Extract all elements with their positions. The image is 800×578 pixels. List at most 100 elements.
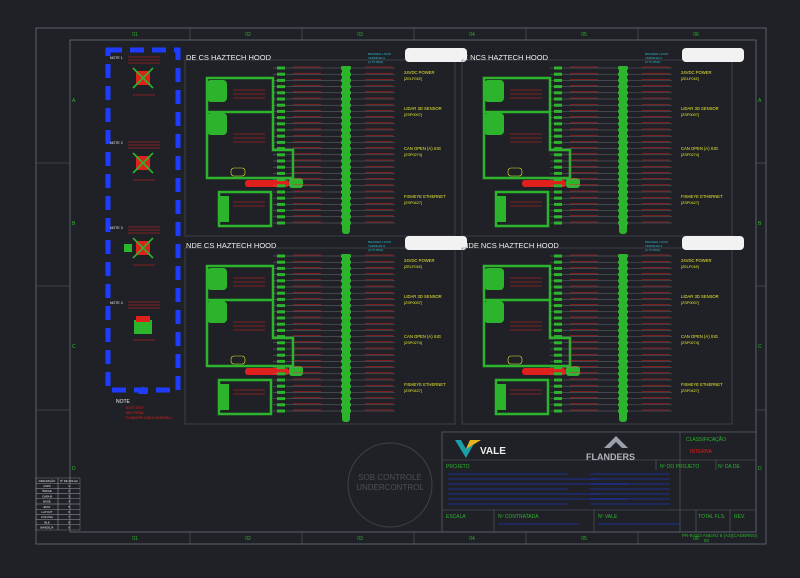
rev-table-cell-8-0: BLE	[44, 520, 49, 524]
n-projeto-label: Nº DO PROJETO	[660, 464, 699, 470]
terminal-header-1-2: (0.75 MM2)	[368, 60, 383, 64]
grid-row-left-C: C	[72, 344, 76, 350]
device-label-3-4: FISHEYE ETHERNET	[404, 382, 446, 387]
watermark-line-1: SOB CONTROLE	[358, 473, 422, 482]
terminal-header-3-1: TERMINALS	[368, 244, 385, 248]
legend-bottom-note: NOTE	[116, 399, 131, 405]
rev-table-cell-9-0: BANDEJA	[41, 526, 54, 530]
rev-table-cell-0-0: DESCRIÇÃO	[39, 478, 56, 483]
rev-table-cell-2-1: 2	[68, 489, 70, 493]
device-label-4-2: LIDAR 3D SENSOR	[681, 294, 719, 299]
device-code-3-1: [ZELF01E]	[404, 265, 422, 269]
device-code-1-4: [ZSP0427]	[404, 201, 422, 205]
device-label-1-3: CAN OPEN (A) SIG	[404, 146, 441, 151]
device-code-1-2: [ZSP0007]	[404, 113, 422, 117]
terminal-strip-4	[619, 254, 627, 422]
redacted-label-4	[682, 236, 744, 250]
rev-label: REV.	[734, 514, 745, 520]
device-label-2-2: LIDAR 3D SENSOR	[681, 106, 719, 111]
rev-table-cell-5-0: EIXO	[44, 505, 52, 509]
terminal-header-4-2: (0.75 MM2)	[645, 248, 660, 252]
grid-col-top-06: 06	[693, 32, 699, 38]
redacted-label-3	[405, 236, 467, 250]
watermark: SOB CONTROLE UNDERCONTROL	[347, 442, 433, 528]
rev-table-cell-9-1: 9	[68, 526, 70, 530]
rev-table-cell-7-1: 7	[68, 515, 70, 519]
rev-table-cell-5-1: 5	[68, 505, 70, 509]
legend-note-label-3: NOTE 3	[110, 226, 123, 230]
rev-table-cell-1-1: 1	[68, 484, 70, 488]
grid-col-top-03: 03	[357, 32, 363, 38]
n-contratada-label: Nº CONTRATADA	[498, 514, 539, 520]
rev-table-cell-2-0: ÍNDICE	[42, 489, 52, 493]
terminal-header-1-0: BRAIDED LOOM	[368, 52, 392, 56]
device-code-4-4: [ZSP0427]	[681, 389, 699, 393]
title-block: VALE FLANDERS CLASSIFICAÇÃO INTERNA PROJ…	[441, 431, 758, 543]
legend-cross-icon-3	[132, 237, 154, 259]
device-code-3-3: [ZSP0274]	[404, 341, 422, 345]
projeto-label: PROJETO	[446, 464, 470, 470]
rev-table-cell-3-0: CAPA B	[42, 494, 52, 498]
device-code-4-2: [ZSP0007]	[681, 301, 699, 305]
grid-row-left-B: B	[72, 221, 76, 227]
terminal-header-4-0: BRAIDED LOOM	[645, 240, 669, 244]
device-label-3-3: CAN OPEN (A) SIG	[404, 334, 441, 339]
terminal-header-2-2: (0.75 MM2)	[645, 60, 660, 64]
device-label-2-4: FISHEYE ETHERNET	[681, 194, 723, 199]
device-label-1-2: LIDAR 3D SENSOR	[404, 106, 442, 111]
grid-col-bottom-03: 03	[357, 536, 363, 542]
grid-col-bottom-06: 06	[693, 536, 699, 542]
legend-note-label-4: NOTE 4	[110, 301, 123, 305]
footer-code-2: 50	[704, 538, 710, 543]
device-code-3-4: [ZSP0427]	[404, 389, 422, 393]
grid-col-top-01: 01	[132, 32, 138, 38]
grid-col-bottom-05: 05	[581, 536, 587, 542]
grid-row-right-A: A	[758, 98, 762, 104]
redacted-label-2	[682, 48, 744, 62]
terminal-header-1-1: TERMINALS	[368, 56, 385, 60]
grid-row-left-D: D	[72, 466, 76, 472]
panel-1: DE CS HAZTECH HOOD BRAIDED LOOMTERMINALS(…	[184, 48, 467, 237]
device-code-2-3: [ZSP0274]	[681, 153, 699, 157]
legend-symbol-4	[134, 320, 152, 334]
panel-title-4: NDE NCS HAZTECH HOOD	[463, 241, 559, 250]
grid-row-right-B: B	[758, 221, 762, 227]
rev-table-cell-8-1: 8	[68, 520, 70, 524]
rev-table-cell-6-1: 6	[68, 510, 70, 514]
panel-3: NDE CS HAZTECH HOOD BRAIDED LOOMTERMINALS…	[184, 236, 467, 425]
legend-bottom-text-1: NOTE TEXT	[126, 406, 144, 410]
grid-col-bottom-01: 01	[132, 536, 138, 542]
rev-table-cell-3-1: 3	[68, 494, 70, 498]
device-label-4-1: 24VDC POWER	[681, 258, 711, 263]
n-vale-label: Nº VALE	[598, 514, 618, 520]
device-code-2-2: [ZSP0007]	[681, 113, 699, 117]
panel-title-1: DE CS HAZTECH HOOD	[186, 53, 272, 62]
vale-brand: VALE	[480, 446, 506, 457]
device-label-4-3: CAN OPEN (A) SIG	[681, 334, 718, 339]
device-label-1-4: FISHEYE ETHERNET	[404, 194, 446, 199]
device-label-3-1: 24VDC POWER	[404, 258, 434, 263]
terminal-header-3-0: BRAIDED LOOM	[368, 240, 392, 244]
total-fls-label: TOTAL FLS.	[698, 514, 725, 520]
legend-note-label-2: NOTE 2	[110, 141, 123, 145]
device-label-1-1: 24VDC POWER	[404, 70, 434, 75]
panel-title-3: NDE CS HAZTECH HOOD	[186, 241, 277, 250]
rev-table-cell-6-0: LAYOUT	[42, 510, 53, 514]
grid-col-top-02: 02	[245, 32, 251, 38]
device-code-4-3: [ZSP0274]	[681, 341, 699, 345]
terminal-header-2-0: BRAIDED LOOM	[645, 52, 669, 56]
n-de-label: Nº DA DE	[718, 464, 740, 470]
device-code-1-3: [ZSP0274]	[404, 153, 422, 157]
grid-col-bottom-04: 04	[469, 536, 475, 542]
rev-table-cell-4-1: 4	[68, 500, 70, 504]
terminal-header-2-1: TERMINALS	[645, 56, 662, 60]
redacted-label-1	[405, 48, 467, 62]
rev-table-cell-7-0: COLUNA	[41, 515, 53, 519]
footer-code: PR-B-022 ANEXO 8 (A3)(CADERNO)	[682, 533, 758, 538]
grid-col-top-04: 04	[469, 32, 475, 38]
legend-cross-icon-1	[132, 67, 154, 89]
